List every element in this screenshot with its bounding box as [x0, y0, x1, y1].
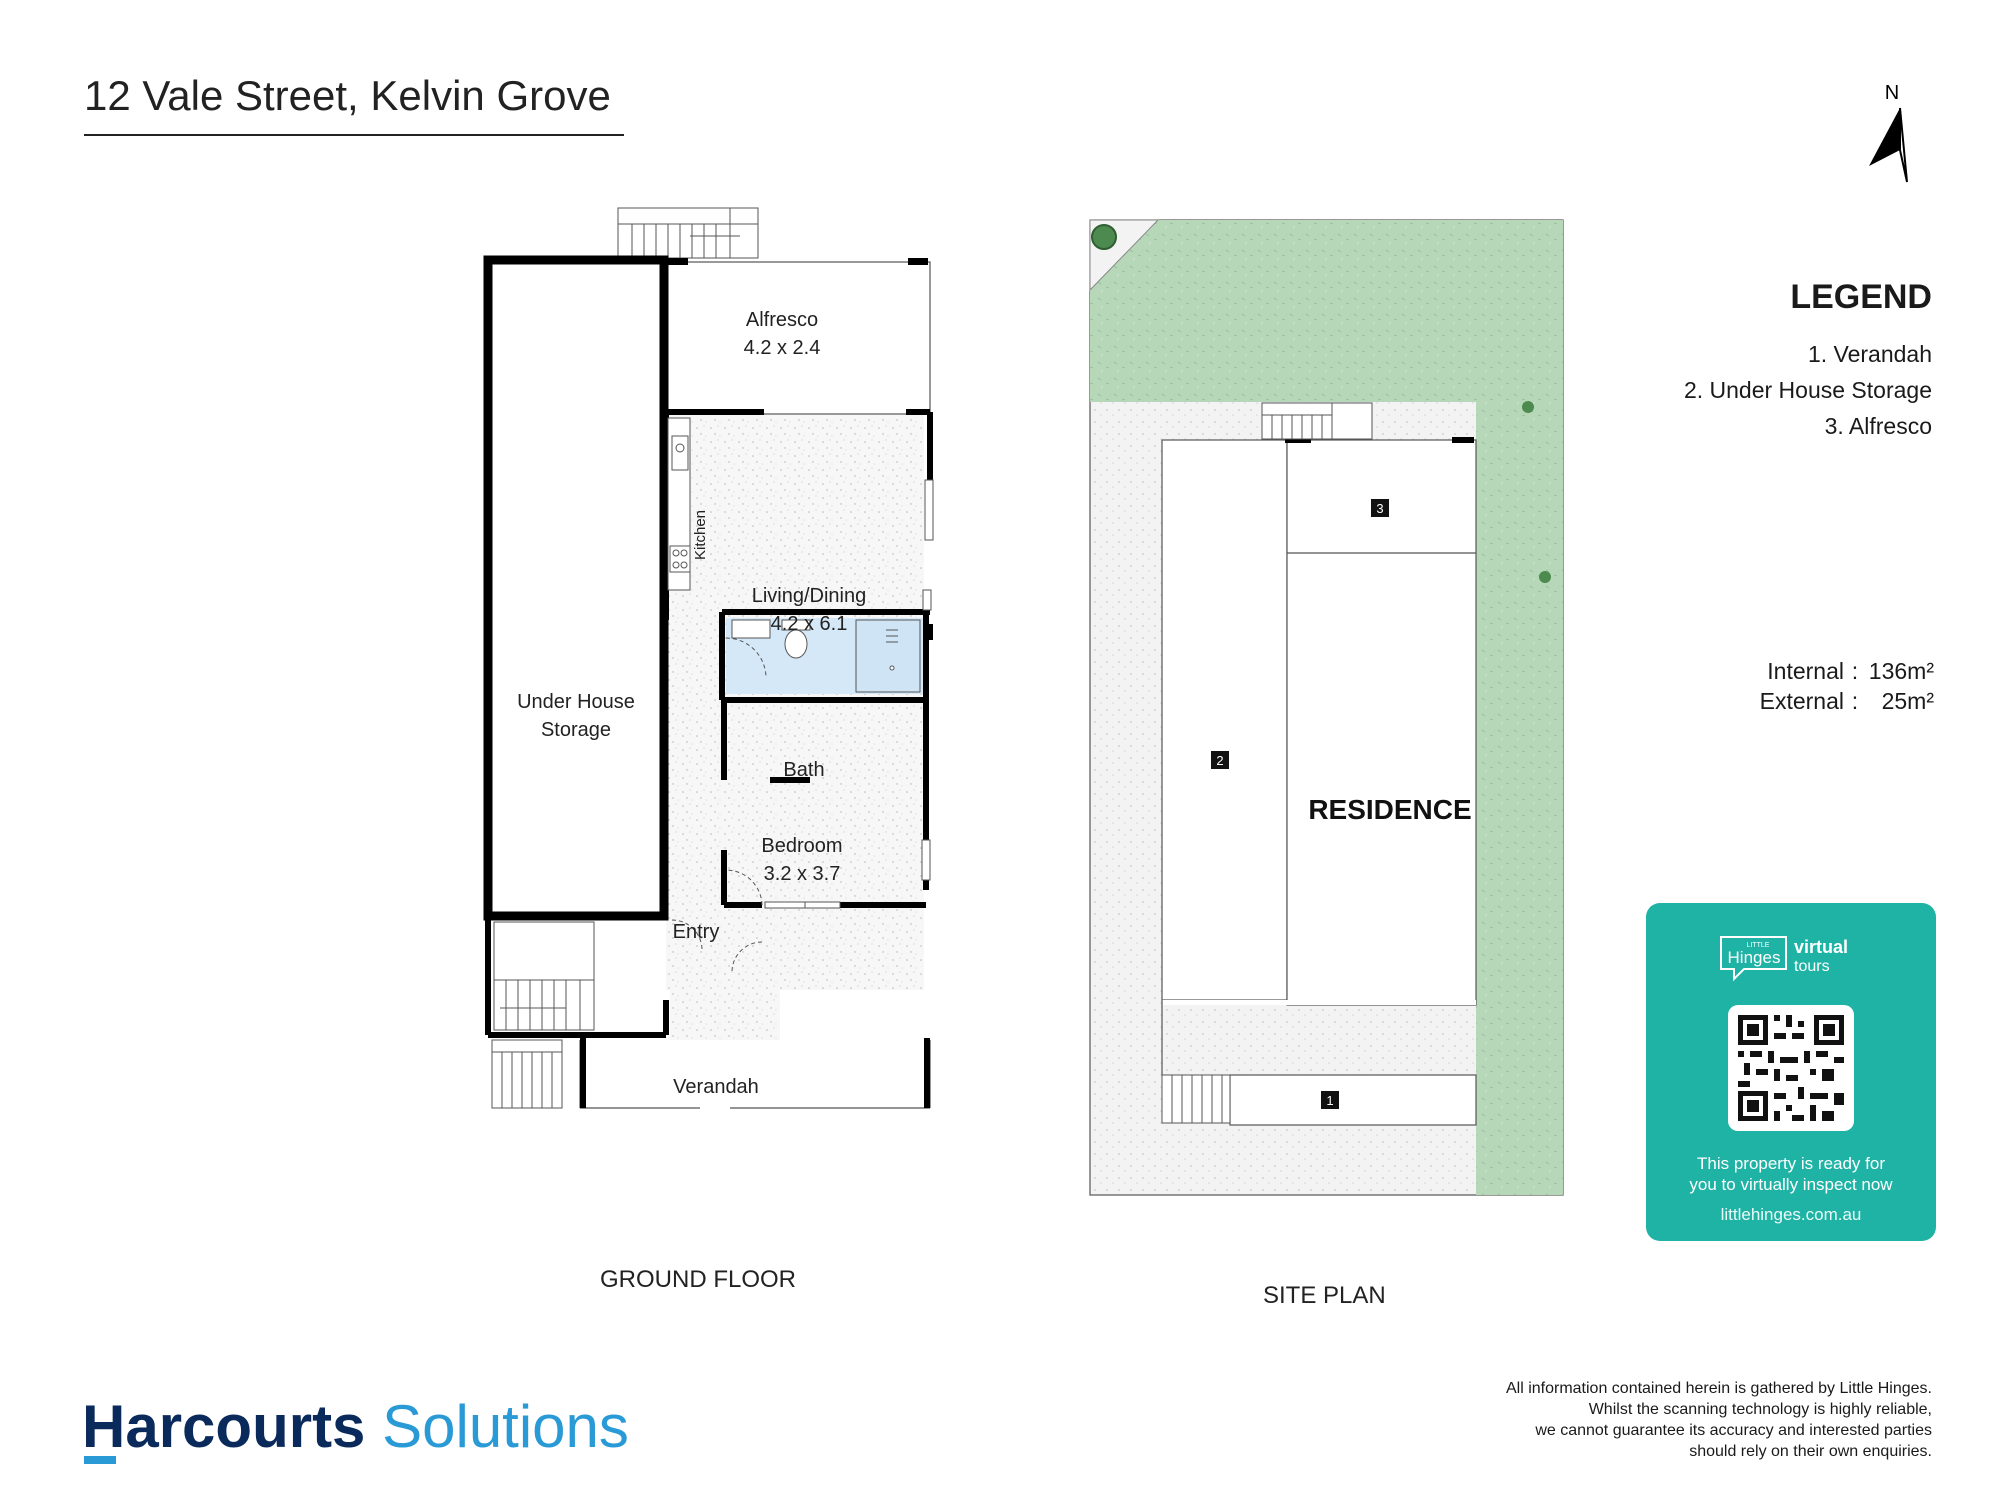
north-label: N [1885, 82, 1899, 104]
internal-sep: : [1851, 658, 1859, 684]
internal-value: 136m² [1868, 658, 1934, 684]
qr-code[interactable] [1728, 1005, 1854, 1131]
brand-name: Harcourts [82, 1393, 366, 1460]
svg-text:3: 3 [1376, 501, 1383, 516]
ground-floor-caption: GROUND FLOOR [600, 1266, 797, 1293]
room-label-bedroom: Bedroom [761, 835, 842, 857]
external-value: 25m² [1881, 688, 1934, 714]
tree-icon [1091, 224, 1117, 250]
little-hinges-link[interactable]: littlehinges.com.au [1720, 1205, 1862, 1224]
disclaimer-line: we cannot guarantee its accuracy and int… [1535, 1422, 1932, 1439]
svg-text:1: 1 [1326, 1093, 1333, 1108]
room-label-bath: Bath [783, 759, 824, 781]
virtual-tour-message: This property is ready for you to virtua… [1646, 1153, 1936, 1195]
room-label-storage-2: Storage [541, 719, 611, 741]
legend-heading: LEGEND [1790, 278, 1932, 316]
north-arrow-icon: N [1869, 82, 1908, 183]
site-marker-3: 3 [1371, 499, 1389, 517]
kitchen-bench [667, 417, 691, 591]
svg-text:tours: tours [1794, 958, 1830, 975]
little-hinges-logo: LITTLE Hinges virtual tours [1720, 936, 1848, 982]
area-summary: Internal : 136m² External : 25m² [1760, 656, 1934, 716]
promo-line-1: This property is ready for [1696, 1154, 1885, 1173]
room-size-bedroom: 3.2 x 3.7 [764, 863, 841, 885]
svg-text:virtual: virtual [1794, 937, 1848, 957]
disclaimer-line: should rely on their own enquiries. [1689, 1443, 1932, 1460]
room-label-verandah: Verandah [673, 1076, 759, 1098]
back-stairs [617, 207, 759, 259]
legend-list: 1. Verandah 2. Under House Storage 3. Al… [1684, 336, 1932, 444]
room-label-kitchen: Kitchen [692, 510, 709, 560]
external-label: External [1759, 688, 1844, 714]
internal-label: Internal [1767, 658, 1844, 684]
brand-suffix: Solutions [382, 1393, 629, 1460]
legend-item: 3. Alfresco [1824, 413, 1932, 439]
room-label-storage-1: Under House [517, 691, 635, 713]
room-label-living: Living/Dining [752, 585, 867, 607]
harcourts-logo: Harcourts Solutions [82, 1392, 629, 1461]
site-plan: 1 2 3 RESIDENCE [1089, 219, 1564, 1196]
svg-text:2: 2 [1216, 753, 1223, 768]
disclaimer: All information contained herein is gath… [1372, 1378, 1932, 1462]
room-label-entry: Entry [673, 921, 720, 943]
ground-floor-plan: Alfresco 4.2 x 2.4 Living/Dining 4.2 x 6… [483, 207, 934, 1109]
legend-item: 2. Under House Storage [1683, 377, 1932, 403]
promo-line-2: you to virtually inspect now [1689, 1175, 1893, 1194]
site-plan-caption: SITE PLAN [1263, 1282, 1386, 1309]
virtual-tour-card[interactable]: LITTLE Hinges virtual tours Thi [1646, 903, 1936, 1241]
property-address-title: 12 Vale Street, Kelvin Grove [84, 72, 611, 119]
site-marker-1: 1 [1321, 1091, 1339, 1109]
svg-text:LITTLE: LITTLE [1747, 942, 1770, 949]
svg-text:Hinges: Hinges [1728, 948, 1781, 967]
site-marker-2: 2 [1211, 751, 1229, 769]
tree-icon [1522, 401, 1534, 413]
legend-item: 1. Verandah [1807, 341, 1932, 367]
brand-underline [84, 1456, 116, 1464]
room-label-alfresco: Alfresco [746, 309, 818, 331]
tree-icon [1539, 571, 1551, 583]
entry-stairs [493, 921, 595, 1031]
front-stairs [491, 1039, 563, 1109]
title-underline [84, 134, 624, 136]
disclaimer-line: Whilst the scanning technology is highly… [1588, 1401, 1932, 1418]
room-size-alfresco: 4.2 x 2.4 [744, 337, 821, 359]
external-sep: : [1851, 688, 1859, 714]
disclaimer-line: All information contained herein is gath… [1505, 1380, 1932, 1397]
residence-label: RESIDENCE [1308, 794, 1471, 825]
room-size-living: 4.2 x 6.1 [771, 613, 848, 635]
